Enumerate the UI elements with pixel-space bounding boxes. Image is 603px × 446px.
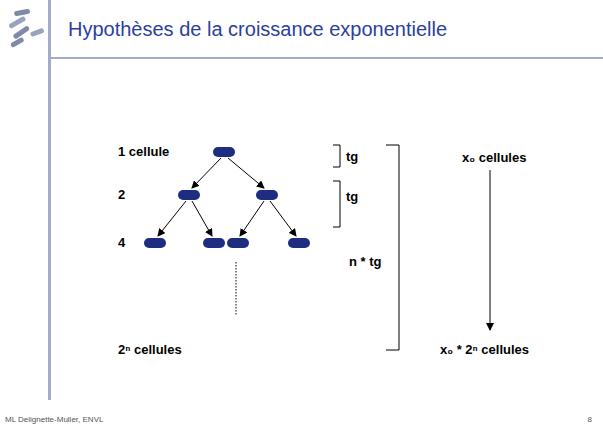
generation-label: 2ⁿ cellules xyxy=(118,342,182,358)
time-label: tg xyxy=(346,149,358,165)
generation-label: 2 xyxy=(118,187,125,203)
population-label: x₀ * 2ⁿ cellules xyxy=(440,342,529,358)
time-label: tg xyxy=(346,189,358,205)
side-bar xyxy=(48,0,51,400)
time-label: n * tg xyxy=(349,254,382,270)
growth-arrow xyxy=(490,170,491,330)
generation-label: 1 cellule xyxy=(118,144,169,160)
page-number: 8 xyxy=(588,415,592,425)
generation-label: 4 xyxy=(118,235,125,251)
logo xyxy=(8,9,44,48)
division-arrows xyxy=(158,158,296,236)
dotted-continuation xyxy=(236,262,237,316)
title-rule xyxy=(48,57,603,59)
slide-title: Hypothèses de la croissance exponentiell… xyxy=(68,17,447,41)
population-label: x₀ cellules xyxy=(462,150,526,166)
footer-author: ML Delignette-Muller, ENVL xyxy=(5,415,103,425)
cell-tree xyxy=(144,147,310,248)
brackets xyxy=(333,145,399,350)
